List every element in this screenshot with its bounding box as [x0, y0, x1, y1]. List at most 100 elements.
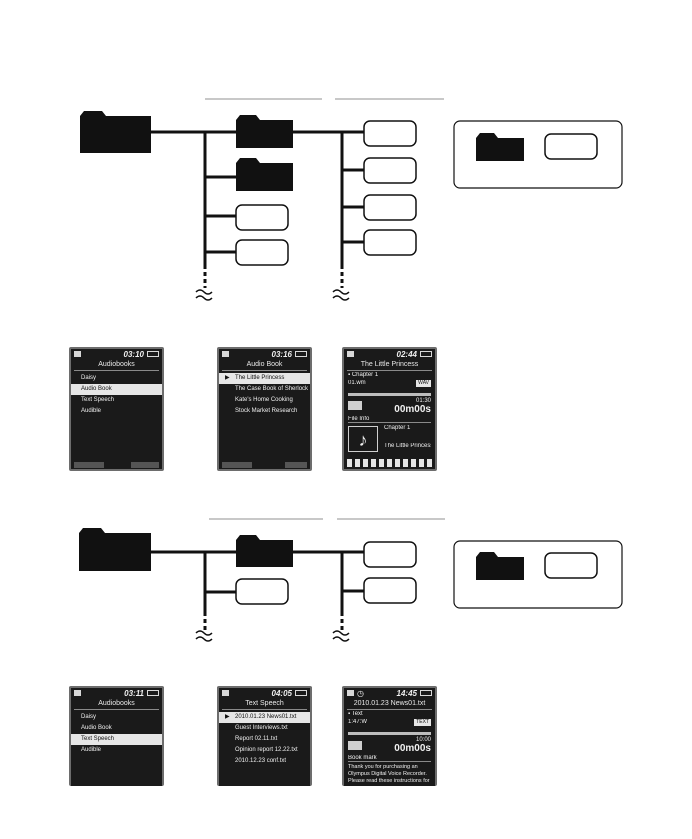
- mic-icon: [222, 690, 229, 696]
- status-bar: 04:05: [219, 688, 310, 699]
- upper-tree: [80, 98, 623, 301]
- screen-title: The Little Princess: [347, 360, 432, 371]
- file-icon: [363, 194, 417, 221]
- menu-item[interactable]: Audible: [81, 408, 102, 414]
- section-label: Book mark: [348, 755, 431, 762]
- clock-time: 03:16: [271, 350, 292, 359]
- type-row: ▪ Text: [348, 711, 431, 717]
- menu-item[interactable]: Text Speech: [81, 397, 115, 403]
- status-bar: 03:10: [71, 349, 162, 360]
- format-badge: WAV: [416, 380, 431, 387]
- status-bar: 02:44: [344, 349, 435, 360]
- clock-time: 03:10: [123, 350, 144, 359]
- menu-item-selected[interactable]: Text Speech: [71, 734, 162, 745]
- battery-icon: [295, 690, 307, 696]
- file-code: 1:47:W: [348, 719, 368, 725]
- folder-small-icon: ▪: [348, 372, 351, 378]
- file-icon: [235, 204, 289, 231]
- text-body-line: Olympus Digital Voice Recorder.: [348, 771, 427, 777]
- screen-title: 2010.01.23 News01.txt: [347, 699, 432, 710]
- battery-icon: [147, 690, 159, 696]
- screen-title: Audio Book: [222, 360, 307, 371]
- folder-small-icon: ▪: [348, 711, 351, 717]
- battery-icon: [420, 351, 432, 357]
- clock-time: 03:11: [124, 689, 144, 698]
- battery-icon: [147, 351, 159, 357]
- file-item[interactable]: 2010.12.23 conf.txt: [235, 758, 287, 764]
- root-folder-icon: [79, 528, 151, 571]
- file-list: ▶2010.01.23 News01.txt Guest Interviews.…: [219, 712, 310, 767]
- file-icon: [363, 541, 417, 568]
- menu-list: Daisy Audio Book Text Speech Audible: [71, 373, 162, 417]
- section-label: File Info: [348, 416, 431, 423]
- screen-text-playback: ◷ 14:45 2010.01.23 News01.txt ▪ Text 1:4…: [342, 686, 437, 786]
- legend-file-icon: [544, 552, 598, 579]
- lower-tree: [79, 518, 623, 642]
- file-icon: [363, 229, 417, 256]
- continuation-wave-icon: [195, 289, 213, 301]
- softkey-bar: [71, 461, 162, 469]
- screen-audiobooks-menu: 03:10 Audiobooks Daisy Audio Book Text S…: [69, 347, 164, 471]
- progress-bar: [348, 393, 431, 396]
- text-body-line: Please read these instructions for: [348, 778, 430, 784]
- folder-icon: [236, 115, 293, 148]
- file-item[interactable]: Guest Interviews.txt: [235, 725, 288, 731]
- legend-file-icon: [544, 133, 598, 160]
- mic-icon: [74, 351, 81, 357]
- status-bar: 03:16: [219, 349, 310, 360]
- softkey-left[interactable]: [222, 462, 252, 468]
- control-icons-row: [347, 459, 432, 467]
- position-readout: 10:00: [415, 737, 431, 743]
- menu-item[interactable]: Audio Book: [81, 725, 112, 731]
- clock-time: 02:44: [396, 350, 417, 359]
- screen-text-speech-list: 04:05 Text Speech ▶2010.01.23 News01.txt…: [217, 686, 312, 786]
- menu-item[interactable]: Audible: [81, 747, 102, 753]
- file-item-selected[interactable]: ▶ The Little Princess: [219, 373, 310, 384]
- play-button[interactable]: [348, 401, 362, 410]
- softkey-right[interactable]: [285, 462, 307, 468]
- file-name: 01.wm: [348, 380, 366, 386]
- menu-item[interactable]: Daisy: [81, 714, 97, 720]
- mic-icon: [347, 351, 354, 357]
- folder-icon: [236, 158, 293, 191]
- timer-icon: ◷: [357, 689, 364, 698]
- length-readout: 00m00s: [394, 743, 431, 754]
- file-row: 1:47:W: [348, 719, 431, 725]
- info-line: Chapter 1: [384, 425, 411, 431]
- screen-audio-book-list: 03:16 Audio Book ▶ The Little Princess Th…: [217, 347, 312, 471]
- mic-icon: [222, 351, 229, 357]
- chapter-label: Chapter 1: [351, 372, 379, 378]
- file-item[interactable]: The Case Book of Sherlock: [235, 386, 309, 392]
- menu-item-selected[interactable]: Audio Book: [71, 384, 162, 395]
- legend-folder-icon: [476, 133, 524, 161]
- root-folder-icon: [80, 111, 151, 153]
- play-button[interactable]: [348, 741, 362, 750]
- continuation-wave-icon: [195, 630, 213, 642]
- file-item[interactable]: Opinion report 12.22.txt: [235, 747, 298, 753]
- file-item[interactable]: Kate's Home Cooking: [235, 397, 293, 403]
- screen-playback-little-princess: 02:44 The Little Princess ▪ Chapter 1 01…: [342, 347, 437, 471]
- file-item-label: The Little Princess: [235, 375, 285, 381]
- softkey-right[interactable]: [131, 462, 159, 468]
- file-icon: [235, 578, 289, 605]
- screen-audiobooks-menu-text: 03:11 Audiobooks Daisy Audio Book Text S…: [69, 686, 164, 786]
- status-bar: ◷ 14:45: [344, 688, 435, 699]
- mic-icon: [347, 690, 354, 696]
- clock-time: 14:45: [396, 689, 417, 698]
- play-arrow-icon: ▶: [225, 375, 230, 381]
- legend-folder-icon: [476, 552, 524, 580]
- chapter-row: ▪ Chapter 1: [348, 372, 431, 378]
- menu-item[interactable]: Daisy: [81, 375, 97, 381]
- battery-icon: [295, 351, 307, 357]
- file-item[interactable]: Report 02.11.txt: [235, 736, 278, 742]
- battery-icon: [420, 690, 432, 696]
- file-row: 01.wm: [348, 380, 431, 386]
- file-icon: [363, 577, 417, 604]
- file-icon: [235, 239, 289, 266]
- text-body-line: Thank you for purchasing an: [348, 764, 418, 770]
- file-item[interactable]: Stock Market Research: [235, 408, 298, 414]
- softkey-left[interactable]: [74, 462, 104, 468]
- softkey-bar: [219, 461, 310, 469]
- file-item-selected[interactable]: ▶2010.01.23 News01.txt: [219, 712, 310, 723]
